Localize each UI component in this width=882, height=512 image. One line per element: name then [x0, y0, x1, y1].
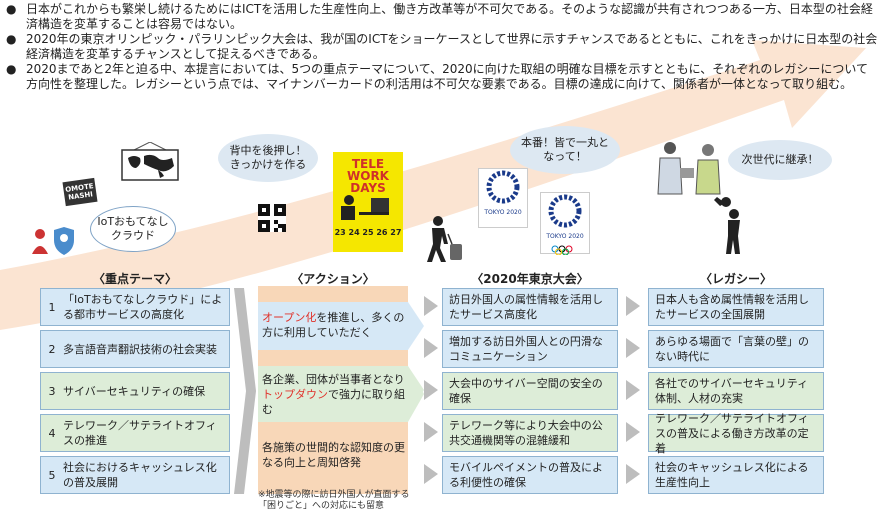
traveller-with-suitcase-icon — [427, 216, 462, 262]
bullet-text: 日本がこれからも繁栄し続けるためにはICTを活用した生産性向上、働き方改革等が不… — [26, 2, 873, 31]
theme-row-5: 5 社会におけるキャッシュレス化の普及展開 — [40, 456, 230, 494]
action-item-1: オープン化を推進し、多くの方に利用していただく — [262, 310, 410, 340]
theme-number: 4 — [48, 426, 56, 440]
omotenashi-logo: OMOTE NASHI — [62, 177, 98, 207]
actions-header: 〈アクション〉 — [291, 272, 375, 286]
action-text: を推進し、多くの方に利用していただく — [262, 311, 405, 339]
iot-cloud-bubble: IoTおもてなし クラウド — [90, 206, 176, 252]
theme-number: 5 — [48, 468, 56, 482]
legacy-item-4: テレワーク／サテライトオフィスの普及による働き方改革の定着 — [648, 412, 824, 455]
theme-number: 3 — [48, 384, 56, 398]
action-text: 各施策の世間的な認知度の更なる向上と周知啓発 — [262, 441, 405, 469]
action-item-3: 各施策の世間的な認知度の更なる向上と周知啓発 — [262, 440, 410, 470]
world-map-icon — [121, 142, 179, 181]
emblem-text: TOKYO 2020 — [546, 233, 584, 240]
theme-number: 2 — [48, 342, 56, 356]
qr-code-icon — [258, 204, 286, 232]
bullet-text: 2020まであと2年と迫る中、本提言においては、5つの重点テーマについて、202… — [26, 62, 868, 91]
legacy-item-2: あらゆる場面で「言葉の壁」のない時代に — [648, 330, 824, 368]
telework-title: TELE WORK DAYS — [347, 157, 389, 195]
tokyo-2020-olympic-emblem: TOKYO 2020 — [540, 192, 590, 256]
bullet-item: ● 2020まであと2年と迫る中、本提言においては、5つの重点テーマについて、2… — [6, 62, 878, 92]
theme-row-3: 3 サイバーセキュリティの確保 — [40, 372, 230, 410]
push-speech-bubble: 背中を後押し！ きっかけを作る — [218, 134, 318, 182]
security-shield-icon — [32, 227, 74, 255]
bullet-dot-icon: ● — [6, 32, 17, 46]
checkered-ring-icon — [486, 170, 520, 204]
people-conversation-icon — [657, 142, 721, 195]
theme-row-2: 2 多言語音声翻訳技術の社会実装 — [40, 330, 230, 368]
worker-silhouette-icon — [341, 195, 389, 220]
action-text: 各企業、団体が当事者となり — [262, 373, 405, 386]
bullet-dot-icon: ● — [6, 2, 17, 16]
action-footnote: ※地震等の際に訪日外国人が直面する 「困りごと」への対応にも留意 — [258, 490, 410, 511]
parent-child-silhouette-icon — [714, 197, 740, 254]
bullet-text: 2020年の東京オリンピック・パラリンピック大会は、我が国のICTをショーケース… — [26, 32, 878, 61]
bullet-dot-icon: ● — [6, 62, 17, 76]
theme-text: テレワーク／サテライトオフィスの推進 — [63, 419, 217, 447]
theme-text: 社会におけるキャッシュレス化の普及展開 — [63, 461, 217, 489]
theme-text: 「IoTおもてなしクラウド」による都市サービスの高度化 — [63, 293, 223, 321]
chevron-right-icon — [424, 296, 438, 484]
action-highlight: トップダウン — [262, 388, 328, 401]
action-highlight: オープン化 — [262, 311, 317, 324]
bullet-item: ● 日本がこれからも繁栄し続けるためにはICTを活用した生産性向上、働き方改革等… — [6, 2, 878, 32]
action-item-2: 各企業、団体が当事者となりトップダウンで強力に取り組む — [262, 372, 410, 417]
checkered-ring-icon — [548, 194, 582, 228]
games-item-4: テレワーク等により大会中の公共交通機関等の混雑緩和 — [442, 414, 618, 452]
theme-row-4: 4 テレワーク／サテライトオフィスの推進 — [40, 414, 230, 452]
telework-days-poster: TELE WORK DAYS 23 24 25 26 27 — [333, 152, 403, 252]
action-callout-arrow-green — [258, 366, 424, 422]
theme-number: 1 — [48, 300, 56, 314]
legacy-speech-bubble: 次世代に継承！ — [728, 140, 832, 180]
action-text: で強力に取り組む — [262, 388, 405, 416]
chevron-right-icon — [626, 296, 640, 484]
games-item-1: 訪日外国人の属性情報を活用したサービス高度化 — [442, 288, 618, 326]
chevron-right-icon — [234, 288, 256, 494]
tokyo-2020-paralympic-emblem: TOKYO 2020 — [478, 168, 528, 228]
telework-dates: 23 24 25 26 27 — [334, 228, 402, 237]
theme-text: 多言語音声翻訳技術の社会実装 — [63, 342, 217, 356]
themes-header: 〈重点テーマ〉 — [92, 272, 177, 286]
emblem-text: TOKYO 2020 — [484, 209, 522, 216]
legacy-item-5: 社会のキャッシュレス化による生産性向上 — [648, 456, 824, 494]
bullet-item: ● 2020年の東京オリンピック・パラリンピック大会は、我が国のICTをショーケ… — [6, 32, 878, 62]
intro-bullets: ● 日本がこれからも繁栄し続けるためにはICTを活用した生産性向上、働き方改革等… — [6, 2, 878, 92]
legacy-item-3: 各社でのサイバーセキュリティ体制、人材の充実 — [648, 372, 824, 410]
olympic-rings-icon — [551, 245, 573, 256]
games-item-2: 増加する訪日外国人との円滑なコミュニケーション — [442, 330, 618, 368]
legacy-header: 〈レガシー〉 — [699, 272, 772, 286]
games-header: 〈2020年東京大会〉 — [471, 272, 589, 286]
theme-text: サイバーセキュリティの確保 — [63, 384, 206, 398]
games-item-3: 大会中のサイバー空間の安全の確保 — [442, 372, 618, 410]
theme-row-1: 1 「IoTおもてなしクラウド」による都市サービスの高度化 — [40, 288, 230, 326]
legacy-item-1: 日本人も含め属性情報を活用したサービスの全国展開 — [648, 288, 824, 326]
games-item-5: モバイルペイメントの普及による利便性の確保 — [442, 456, 618, 494]
together-speech-bubble: 本番！皆で一丸と なって！ — [510, 126, 620, 174]
